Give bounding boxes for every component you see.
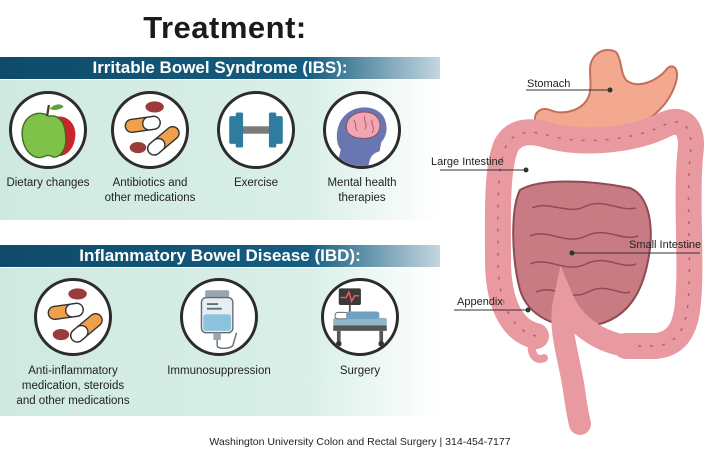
item-label: and other medications <box>16 395 130 407</box>
item-label: Exercise <box>233 177 279 189</box>
item-label: other medications <box>104 192 196 204</box>
rectum-shape <box>551 265 637 435</box>
ibd-item-surgery: Surgery <box>295 364 425 379</box>
ibs-heading: Irritable Bowel Syndrome (IBS): <box>92 58 348 77</box>
ibs-heading-band: Irritable Bowel Syndrome (IBS): <box>0 57 440 79</box>
ibd-heading-band: Inflammatory Bowel Disease (IBD): <box>0 245 440 267</box>
iv-bag-icon <box>180 278 258 356</box>
item-label: therapies <box>338 192 386 204</box>
ibd-heading: Inflammatory Bowel Disease (IBD): <box>79 246 361 265</box>
ibs-item-exercise: Exercise <box>191 176 321 191</box>
item-label: Surgery <box>339 365 381 377</box>
ibd-item-immunosuppression: Immunosuppression <box>154 364 284 379</box>
digestive-system-illustration <box>428 40 720 440</box>
label-appendix: Appendix <box>457 296 503 308</box>
label-small-intestine: Small Intestine <box>629 239 702 251</box>
item-label: Mental health <box>327 177 397 189</box>
hospital-bed-icon <box>321 278 399 356</box>
small-intestine-shape <box>512 180 652 328</box>
item-label: Antibiotics and <box>112 177 188 189</box>
dumbbell-icon <box>217 91 295 169</box>
ibs-item-dietary: Dietary changes <box>0 176 113 191</box>
brain-icon <box>323 91 401 169</box>
item-label: Dietary changes <box>6 177 90 189</box>
label-large-intestine: Large Intestine <box>431 156 504 168</box>
appendix-shape <box>527 338 548 363</box>
large-intestine-shape <box>484 109 704 359</box>
pills-icon <box>111 91 189 169</box>
apple-icon <box>9 91 87 169</box>
ibd-panel: Anti-inflammatory medication, steroids a… <box>0 268 440 416</box>
ibd-item-anti-inflammatory: Anti-inflammatory medication, steroids a… <box>8 364 138 409</box>
label-stomach: Stomach <box>527 78 571 90</box>
footer-credit: Washington University Colon and Rectal S… <box>209 436 511 448</box>
pills-icon <box>34 278 112 356</box>
item-label: medication, steroids <box>21 380 125 392</box>
item-label: Immunosuppression <box>167 365 271 377</box>
item-label: Anti-inflammatory <box>28 365 118 377</box>
ibs-item-mental-health: Mental health therapies <box>297 176 427 206</box>
ibs-item-antibiotics: Antibiotics and other medications <box>85 176 215 206</box>
page-title: Treatment: <box>143 10 307 45</box>
ibs-panel: Dietary changes Antibiotics and other me… <box>0 80 440 220</box>
